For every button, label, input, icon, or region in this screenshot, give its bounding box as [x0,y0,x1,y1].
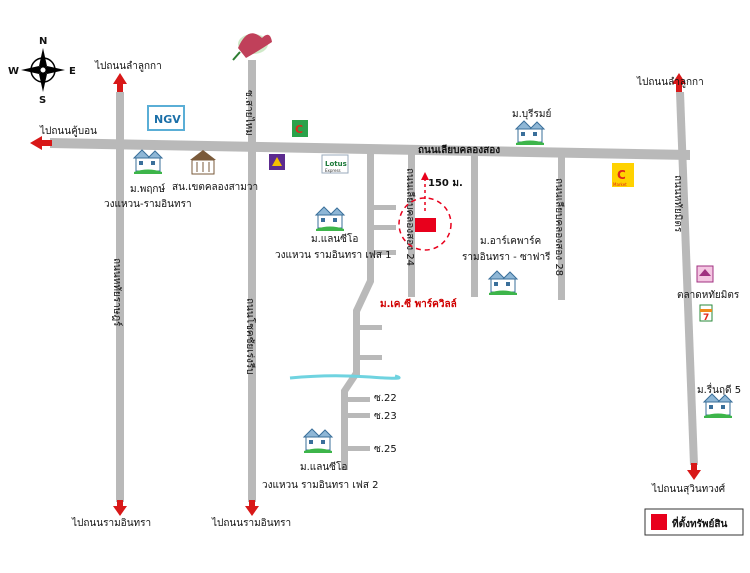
label-bottom-2: ไปถนนรามอินทรา [211,517,291,529]
seven-eleven-icon: 7 [699,304,713,323]
label-vertical-2: ถนนโชคชัยเร่งรีบ [244,298,257,375]
svg-text:Lotus: Lotus [325,160,347,168]
main-road [50,138,690,160]
soi-branch [374,250,396,255]
label-vertical-4: ถนนเลียบคลองสอง 28 [553,178,565,276]
soi-branch [348,446,370,451]
village-icon [488,270,518,296]
road-vertical-3 [367,152,374,282]
canal [289,374,401,380]
label-village-6-sub: วงแหวน รามอินทรา เฟส 2 [262,480,378,491]
shop-logo-icon: C [292,120,308,137]
label-distance: 150 ม. [428,178,463,189]
label-top-vertical: ซ.สายไหม [243,90,255,136]
compass-east: E [69,66,76,77]
school-building-icon [190,150,216,175]
label-village-5: ม.รื่นฤดี 5 [697,382,741,396]
compass-south: S [39,95,46,106]
label-top-left: ไปถนนลำลูกกา [94,60,162,72]
label-bottom-right: ไปถนนสุวินทวงศ์ [651,483,726,495]
label-village-6: ม.แลนซีโอ [300,460,347,473]
arrow-north-1 [113,73,127,92]
arrow-north-right [672,73,686,92]
road-vertical-3c [341,390,348,470]
arrow-south-2 [245,500,259,516]
label-market: ตลาดหทัยมิตร [677,290,740,301]
ngv-station-icon: NGV [147,105,185,131]
label-left: ไปถนนคู้บอน [39,125,97,137]
label-soi-25: ซ.25 [374,444,397,455]
village-icon [703,393,733,419]
market-icon [696,265,714,283]
compass-west: W [8,66,19,77]
legend: ที่ตั้งทรัพย์สิน [644,508,744,536]
lotus-express-icon: Lotus Express [321,154,349,174]
soi-branch [360,325,382,330]
label-village-4: ม.บุรีรมย์ [512,108,551,120]
road-vertical-3b [353,310,360,375]
label-village-2: ม.แลนซีโอ [311,232,358,245]
label-soi-22: ซ.22 [374,393,397,404]
label-bottom-1: ไปถนนรามอินทรา [71,517,151,529]
svg-text:C: C [295,123,303,136]
compass-north: N [39,36,47,47]
label-village-3-sub: รามอินทรา - ซาฟารี [462,251,551,263]
label-vertical-1: ถนนหทัยราษฎร์ [111,258,123,327]
bird-logo-icon [232,33,272,61]
soi-branch [348,397,370,402]
label-village-1: ม.พฤกษ์ [130,183,165,195]
svg-text:Market: Market [613,182,627,187]
village-icon [315,206,345,232]
road-vertical-4 [408,152,415,297]
road-vertical-5 [471,152,478,297]
compass-icon [21,48,65,92]
big-c-market-icon: C Market [612,163,634,187]
arrow-south-1 [113,500,127,516]
arrow-south-right [687,463,701,480]
location-marker [415,218,436,232]
soi-branch [348,413,370,418]
label-soi-23: ซ.23 [374,411,397,422]
road-vertical-right [676,92,698,465]
road-vertical-2 [248,60,256,502]
soi-branch [374,225,396,230]
village-icon [303,428,333,454]
arrow-west [30,136,52,150]
road-vertical-6 [558,155,565,300]
svg-text:Express: Express [325,168,341,173]
label-village-1-sub: วงแหวน-รามอินทรา [104,199,192,210]
legend-label: ที่ตั้งทรัพย์สิน [672,516,727,530]
svg-text:7: 7 [703,313,709,323]
soi-branch [374,205,396,210]
village-icon [133,149,163,175]
label-main-road: ถนนเลียบคลองสอง [418,144,500,156]
label-vertical-5: ถนนหทัยมิตร [672,175,683,233]
label-school: สน.เขตคลองสามวา [172,182,258,193]
label-project: ม.เค.ซี พาร์ควิลล์ [380,298,457,310]
road-vertical-1 [116,92,124,502]
label-vertical-3: ถนนเลียบคลองสอง 24 [404,168,416,266]
soi-branch [360,355,382,360]
svg-text:C: C [617,168,626,182]
label-village-3: ม.อาร์เคพาร์ค [480,235,541,247]
label-top-right: ไปถนนลำลูกกา [636,76,704,88]
svg-text:NGV: NGV [154,113,181,126]
road-bend [353,280,374,312]
bank-logo-icon [269,154,285,170]
label-village-2-sub: วงแหวน รามอินทรา เฟส 1 [275,250,391,261]
village-icon [515,120,545,146]
